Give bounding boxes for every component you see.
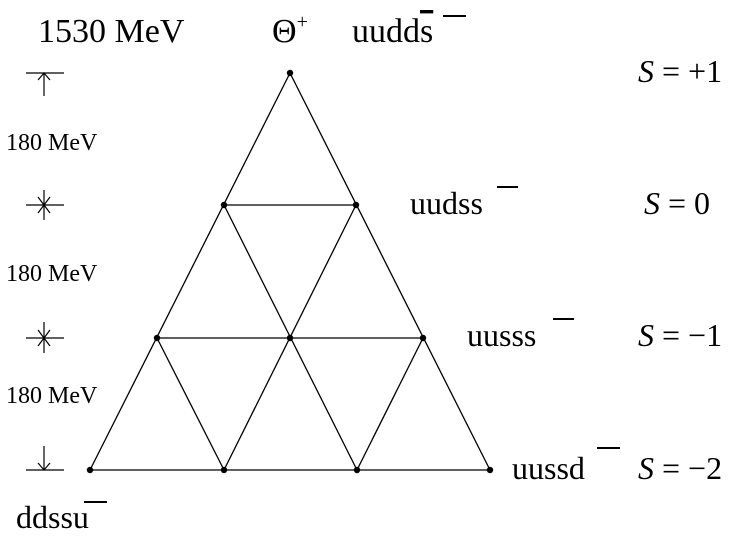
vertex-s-2-a <box>86 466 94 474</box>
quark-content-top: uudds <box>352 13 433 50</box>
edge-left <box>89 72 291 471</box>
quark-label-s-2: uussd <box>512 450 585 486</box>
mass-scale <box>26 72 64 471</box>
weight-triangle <box>89 72 491 471</box>
vertex-theta <box>286 69 294 77</box>
mass-label: 1530 MeV <box>38 13 185 50</box>
spacing-label-2: 180 MeV <box>6 261 98 287</box>
quark-label-s0-base: uuds <box>410 185 470 221</box>
vertex-s0-right <box>352 201 360 209</box>
quark-label-s-1-base: uuss <box>467 317 524 353</box>
edge-right <box>289 72 491 471</box>
quark-label-s-1: uusss <box>467 317 536 353</box>
vertex-s-2-d <box>486 466 494 474</box>
diag-inner-4 <box>356 337 424 471</box>
spacing-label-3: 180 MeV <box>6 383 98 409</box>
quark-label-corner: ddssu <box>16 499 89 535</box>
quark-content-base: uudd <box>352 13 420 50</box>
arrowhead-up-icon <box>37 337 51 347</box>
quark-label-s-1-anti: s <box>524 317 536 353</box>
quark-label-s0: uudss <box>410 185 483 221</box>
quark-content-anti: s <box>420 13 433 50</box>
quark-label-corner-base: ddss <box>16 499 73 535</box>
arrowhead-down-icon <box>37 462 51 471</box>
vertex-s-1-right <box>419 334 427 342</box>
vertex-s-2-c <box>353 466 361 474</box>
diag-inner-3 <box>156 337 225 471</box>
particle-charge: + <box>297 11 308 33</box>
quark-label-s-2-base: uuss <box>512 450 569 486</box>
vertex-s-1-mid <box>286 334 294 342</box>
strangeness-plus1: S = +1 <box>638 53 722 89</box>
strangeness-minus1: S = −1 <box>638 317 722 353</box>
vertex-s0-left <box>220 201 228 209</box>
strangeness-zero: S = 0 <box>644 185 710 221</box>
vertices <box>86 69 494 474</box>
arrowhead-up-icon <box>37 204 51 214</box>
spacing-label-1: 180 MeV <box>6 130 98 156</box>
particle-base: Θ <box>272 13 297 50</box>
particle-symbol: Θ+ <box>272 11 308 50</box>
quark-label-corner-anti: u <box>73 499 89 535</box>
vertex-s-2-b <box>220 466 228 474</box>
vertex-s-1-left <box>153 334 161 342</box>
quark-label-s0-anti: s <box>470 185 482 221</box>
arrowhead-up-icon <box>37 72 51 81</box>
strangeness-minus2: S = −2 <box>638 450 722 486</box>
quark-label-s-2-anti: d <box>569 450 585 486</box>
